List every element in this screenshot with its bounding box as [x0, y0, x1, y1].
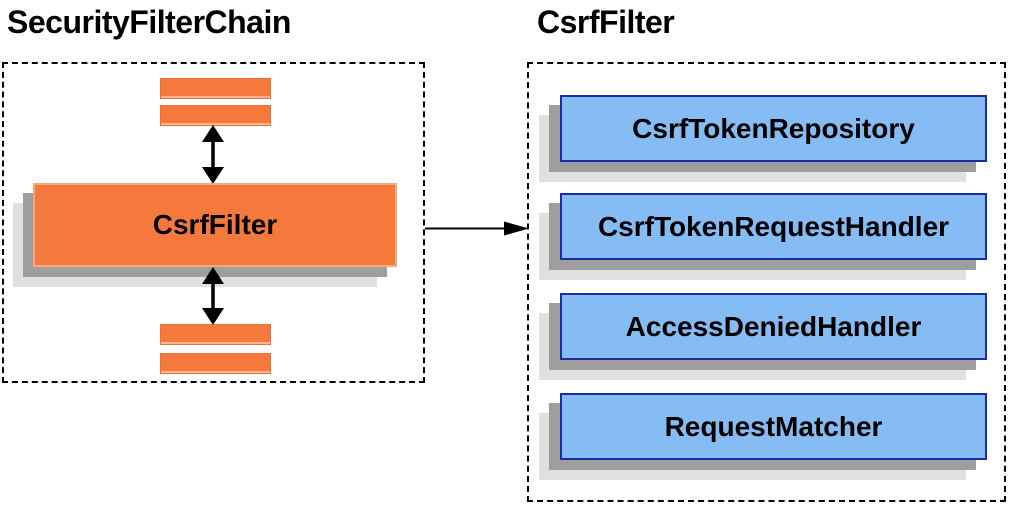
security-filter-chain-title: SecurityFilterChain — [7, 4, 291, 40]
csrf-filter-detail-container: CsrfTokenRepository CsrfTokenRequestHand… — [527, 62, 1006, 502]
csrf-filter-detail-title: CsrfFilter — [537, 4, 675, 40]
security-filter-chain-container: CsrfFilter — [2, 62, 425, 383]
csrf-filter-node-label: CsrfFilter — [152, 209, 278, 240]
bidirectional-arrow-icon — [202, 125, 224, 184]
component-box-csrf-token-request-handler: CsrfTokenRequestHandler — [560, 193, 987, 260]
component-label: CsrfTokenRequestHandler — [597, 210, 950, 242]
component-label: CsrfTokenRepository — [632, 112, 915, 144]
component-box-access-denied-handler: AccessDeniedHandler — [560, 293, 987, 360]
filter-placeholder-bar — [160, 353, 271, 374]
bidirectional-arrow-icon — [202, 267, 224, 325]
component-label: RequestMatcher — [664, 410, 883, 442]
filter-placeholder-bar — [160, 324, 271, 345]
filter-placeholder-bar — [160, 78, 271, 99]
csrf-filter-node: CsrfFilter — [33, 183, 397, 267]
filter-placeholder-bar — [160, 105, 271, 126]
right-arrow-icon — [425, 221, 529, 236]
component-label: AccessDeniedHandler — [625, 310, 922, 342]
component-box-request-matcher: RequestMatcher — [560, 393, 987, 460]
component-box-csrf-token-repository: CsrfTokenRepository — [560, 95, 987, 162]
